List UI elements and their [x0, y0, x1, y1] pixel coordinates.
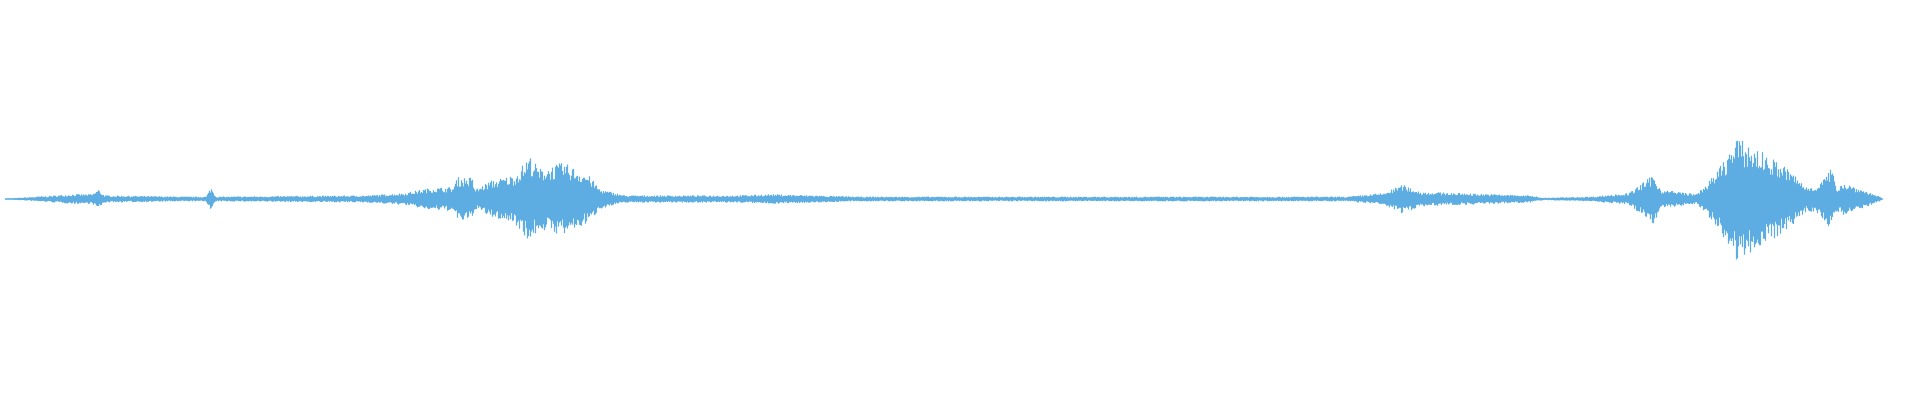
- waveform-samples: [4, 140, 1884, 260]
